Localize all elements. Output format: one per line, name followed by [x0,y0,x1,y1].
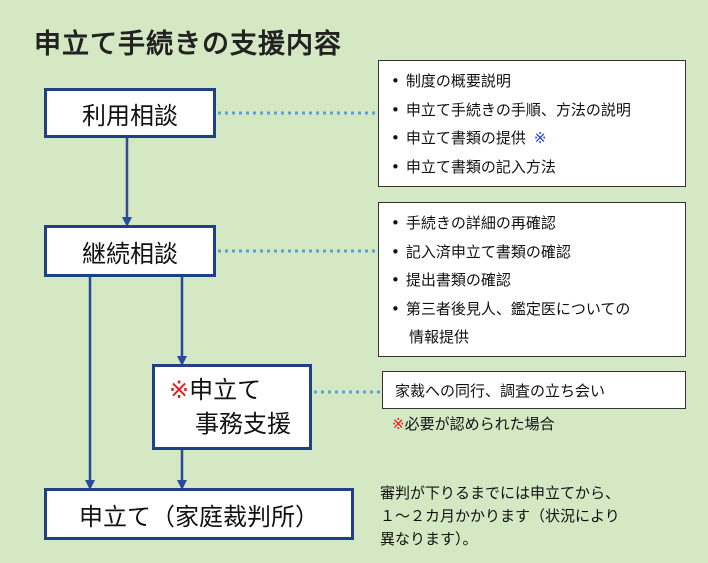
node-filing-support: ※申立て 事務支援 [152,364,312,450]
list-item: •申立て書類の提供※ [391,129,547,147]
node-continued-consultation-label: 継続相談 [82,239,178,268]
required-mark: ※ [169,376,190,404]
list-item: •第三者後見人、鑑定医についての [391,299,631,318]
required-condition-note: ※必要が認められた場合 [392,415,555,433]
node-filing-support-line1: ※申立て [169,376,262,404]
continued-consultation-details-box: •手続きの詳細の再確認 •記入済申立て書類の確認 •提出書類の確認 •第三者後見… [378,202,686,357]
list-item-continuation: 情報提供 [409,328,470,346]
duration-note: 審判が下りるまでには申立てから、 １～２カ月かかります（状況により 異なります）… [380,484,621,548]
list-item: •申立て手続きの手順、方法の説明 [391,100,631,119]
diagram-title: 申立て手続きの支援内容 [34,29,342,60]
list-item: •制度の概要説明 [391,72,511,90]
filing-support-details-box: 家裁への同行、調査の立ち会い [382,371,686,409]
list-item: •提出書類の確認 [391,271,511,289]
list-item: •申立て書類の記入方法 [391,157,556,176]
node-filing: 申立て（家庭裁判所） [44,488,354,540]
node-consultation-label: 利用相談 [82,101,178,130]
reference-mark: ※ [533,129,547,147]
filing-support-detail: 家裁への同行、調査の立ち会い [395,382,606,400]
node-filing-label: 申立て（家庭裁判所） [79,502,319,531]
node-filing-support-line2: 事務支援 [195,410,291,438]
consultation-details-box: •制度の概要説明 •申立て手続きの手順、方法の説明 •申立て書類の提供※ •申立… [378,60,686,187]
list-item: •手続きの詳細の再確認 [391,214,556,232]
node-continued-consultation: 継続相談 [44,225,216,277]
list-item: •記入済申立て書類の確認 [391,242,571,261]
node-consultation: 利用相談 [44,88,216,138]
